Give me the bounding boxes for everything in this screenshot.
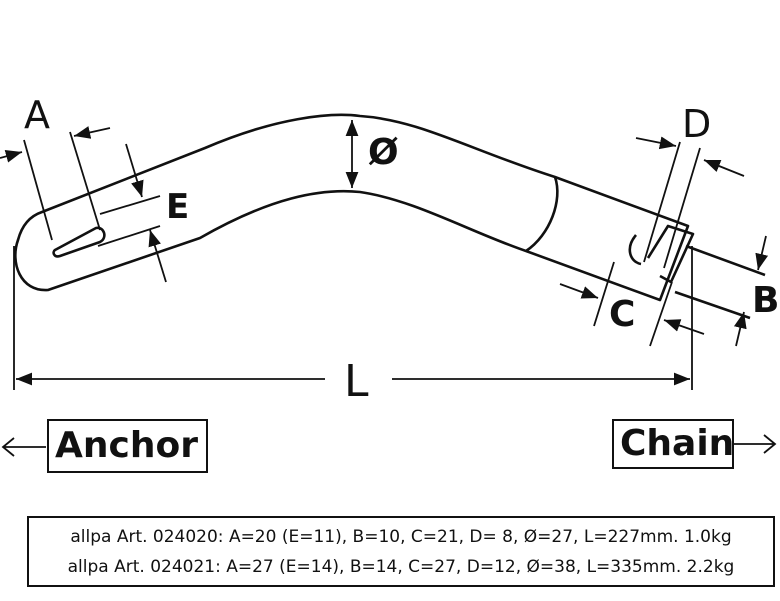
spec-table: allpa Art. 024020: A=20 (E=11), B=10, C=…: [27, 516, 775, 587]
label-a: A: [24, 93, 50, 137]
dimension-c: [559, 261, 705, 347]
spec-row-024021: allpa Art. 024021: A=27 (E=14), B=14, C=…: [67, 557, 735, 577]
chain-label: Chain: [612, 419, 734, 469]
dimension-d: [635, 136, 745, 269]
anchor-label: Anchor: [47, 419, 208, 473]
label-b: B: [752, 280, 779, 321]
dimension-e: [97, 143, 167, 283]
label-c: C: [609, 294, 635, 335]
arrow-right-icon: [734, 434, 777, 454]
label-diameter: Ø: [368, 132, 399, 173]
dimension-b: [733, 235, 769, 347]
dimension-a: [0, 126, 111, 241]
arrow-left-icon: [1, 437, 46, 457]
label-d: D: [682, 102, 711, 146]
dimension-l: [13, 246, 693, 390]
label-e: E: [166, 187, 189, 227]
label-l: L: [344, 356, 369, 407]
spec-row-024020: allpa Art. 024020: A=20 (E=11), B=10, C=…: [70, 527, 732, 547]
